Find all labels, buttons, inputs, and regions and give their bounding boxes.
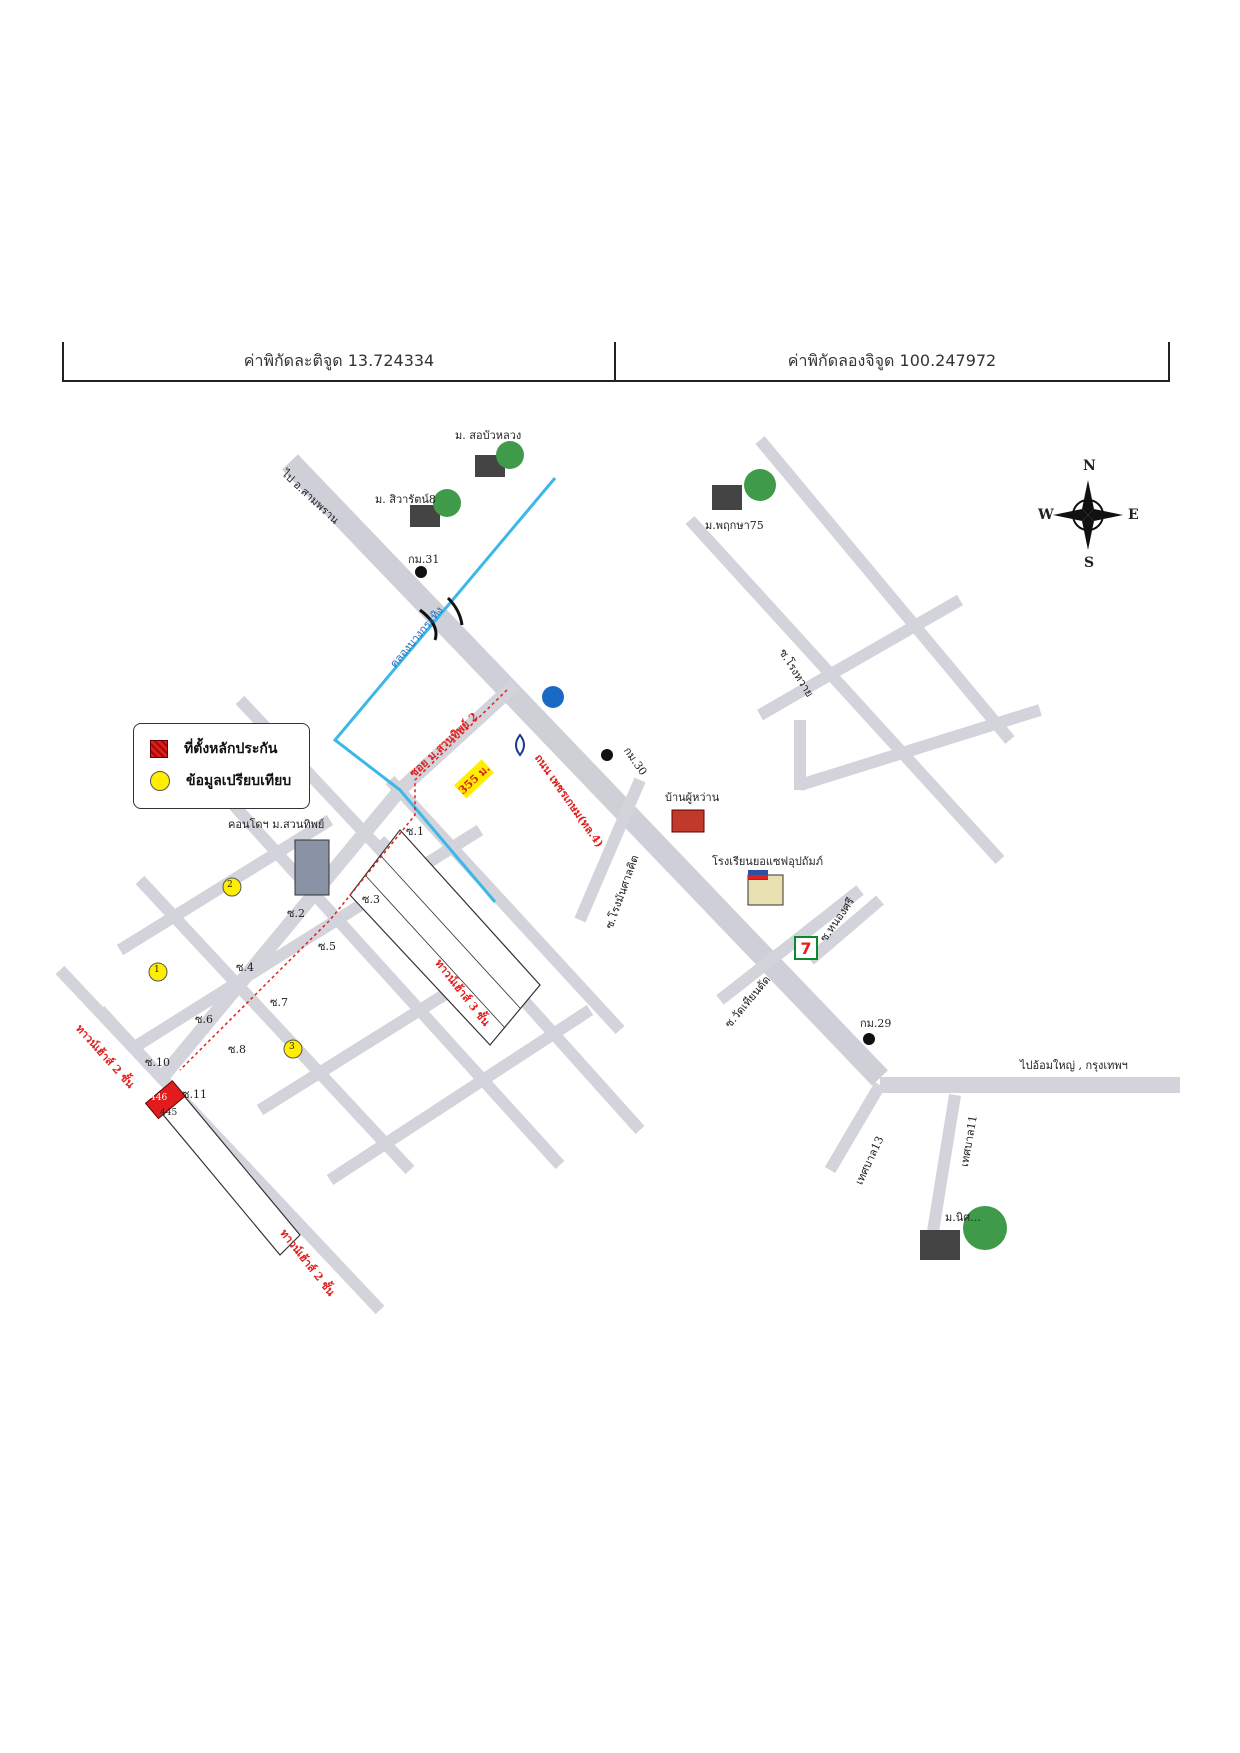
seven-eleven-icon: 7 xyxy=(794,936,818,960)
townhouse-block-right xyxy=(349,829,541,1046)
village-icon-sobuaxluang xyxy=(475,441,524,477)
soi-2-label: ซ.2 xyxy=(287,907,305,920)
bank-icon xyxy=(515,733,525,757)
soi-8-label: ซ.8 xyxy=(228,1043,246,1056)
legend-collateral: ที่ตั้งหลักประกัน xyxy=(150,738,277,760)
km30-marker xyxy=(601,749,613,761)
soi-7-label: ซ.7 xyxy=(270,996,288,1009)
bridge-icon xyxy=(419,596,464,641)
legend: ที่ตั้งหลักประกัน ข้อมูลเปรียบเทียบ xyxy=(133,723,310,809)
soi-11-label: ซ.11 xyxy=(182,1088,207,1101)
legend-comparison-label: ข้อมูลเปรียบเทียบ xyxy=(186,773,292,789)
soi-4-label: ซ.4 xyxy=(236,961,254,974)
school-icon xyxy=(747,870,784,906)
headman-house-label: บ้านผู้หว่าน xyxy=(665,791,720,804)
distance-route xyxy=(179,689,508,1071)
road-tesaban11 xyxy=(924,1094,961,1251)
soi-1-label: ซ.1 xyxy=(406,825,424,838)
compass-s: S xyxy=(1084,555,1095,571)
gas-station-icon xyxy=(542,686,564,708)
soi-6-label: ซ.6 xyxy=(195,1013,213,1026)
village-label-sobuaxluang: ม. สอบัวหลวง xyxy=(455,429,522,442)
plot-b-label: 445 xyxy=(160,1108,178,1118)
condo-icon xyxy=(294,839,330,896)
compass-icon xyxy=(1053,480,1123,550)
compass-e: E xyxy=(1128,507,1139,523)
soi-3-label: ซ.3 xyxy=(362,893,380,906)
to-bangkok-label: ไปอ้อมใหญ่ , กรุงเทพฯ xyxy=(1020,1059,1128,1072)
comparison-1-label: 2 xyxy=(227,880,233,890)
collateral-swatch-icon xyxy=(150,740,168,758)
condo-label: คอนโดฯ ม.สวนทิพย์ xyxy=(228,818,325,831)
svg-text:7: 7 xyxy=(800,939,811,958)
plot-a-label: 446 xyxy=(150,1093,168,1103)
longitude-label: ค่าพิกัดลองจิจูด 100.247972 xyxy=(787,350,997,370)
school-label: โรงเรียนยอแซฟอุปถัมภ์ xyxy=(712,855,823,868)
km29-label: กม.29 xyxy=(860,1017,892,1030)
road-phetkasem xyxy=(282,454,888,1086)
canal xyxy=(332,477,557,903)
village-icon-pruksa xyxy=(712,469,776,510)
comparison-2-label: 3 xyxy=(289,1042,295,1052)
km31-label: กม.31 xyxy=(408,553,440,566)
comparison-0-label: 1 xyxy=(154,965,160,975)
km29-marker xyxy=(863,1033,875,1045)
village-icon-siwarat xyxy=(410,489,461,527)
village-icon-nitsom xyxy=(920,1206,1007,1260)
comparison-swatch-icon xyxy=(150,771,170,791)
village-label-siwarat: ม. สิวารัตน์8 xyxy=(375,493,436,506)
compass-w: W xyxy=(1038,507,1054,523)
village-label-pruksa: ม.พฤกษา75 xyxy=(705,519,764,532)
km31-marker xyxy=(415,566,427,578)
road-tesaban13 xyxy=(824,1081,886,1174)
latitude-label: ค่าพิกัดละติจูด 13.724334 xyxy=(64,342,616,380)
coordinates-header: ค่าพิกัดละติจูด 13.724334 ค่าพิกัดลองจิจ… xyxy=(62,342,1170,382)
comparison-markers xyxy=(148,877,303,1059)
soi-5-label: ซ.5 xyxy=(318,940,336,953)
headman-house-icon xyxy=(671,809,705,833)
village-label-nitsom: ม.นิศ... xyxy=(945,1211,981,1224)
collateral-marker xyxy=(144,1080,186,1120)
legend-comparison: ข้อมูลเปรียบเทียบ xyxy=(150,770,291,792)
soi-10-label: ซ.10 xyxy=(145,1056,170,1069)
compass-n: N xyxy=(1083,458,1096,474)
legend-collateral-label: ที่ตั้งหลักประกัน xyxy=(184,741,278,757)
road-soi-suanthip-2 xyxy=(154,785,406,1085)
